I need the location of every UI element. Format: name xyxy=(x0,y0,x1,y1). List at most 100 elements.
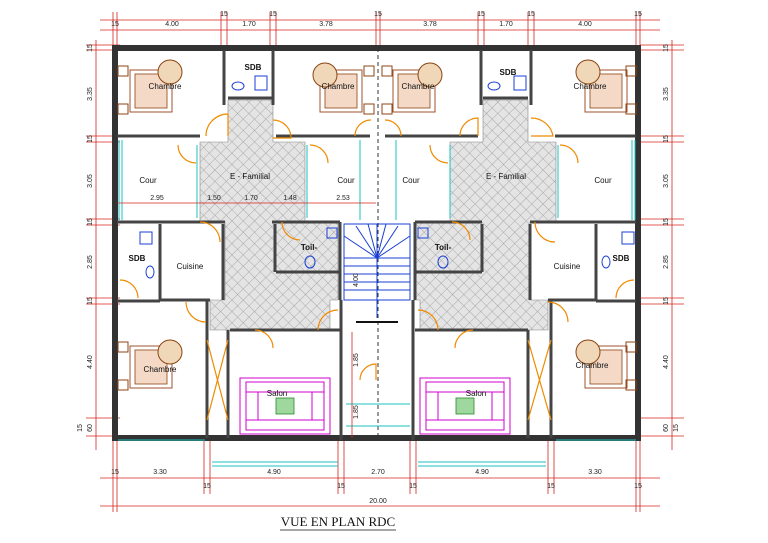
dim-label: 3.05 xyxy=(663,174,670,188)
total-dimension: 20.00 xyxy=(369,498,387,505)
dim-label: 3.35 xyxy=(87,87,94,101)
bed-furniture-top-mid-right xyxy=(381,62,443,115)
dim-label: 3.30 xyxy=(588,469,602,476)
dim-label: 15 xyxy=(87,135,94,143)
dim-label: 15 xyxy=(663,297,670,305)
dim-label: 15 xyxy=(634,483,642,490)
room-label-chambre: Chambre xyxy=(402,82,435,91)
bed-furniture-bottom-right xyxy=(575,339,637,391)
room-label-sdb: SDB xyxy=(613,254,630,263)
middle-dimension-row: 2.95 1.50 1.70 1.48 2.53 xyxy=(117,195,376,204)
room-label-cour: Cour xyxy=(337,176,355,185)
dim-label: 1.70 xyxy=(242,21,256,28)
dim-label: 2.85 xyxy=(663,255,670,269)
room-label-cuisine: Cuisine xyxy=(177,262,204,271)
room-label-e-familial: E - Familial xyxy=(486,172,526,181)
dim-label: 15 xyxy=(87,44,94,52)
dim-label: 2.95 xyxy=(150,195,164,202)
room-label-toilet: Toil- xyxy=(435,243,452,252)
room-label-chambre: Chambre xyxy=(322,82,355,91)
dim-label: 15 xyxy=(673,424,680,432)
dim-label: 2.70 xyxy=(371,469,385,476)
glazing xyxy=(118,140,636,467)
room-label-chambre: Chambre xyxy=(576,361,609,370)
dim-label: 4.00 xyxy=(578,21,592,28)
staircase: 4.00 1.85 1.85 xyxy=(343,223,411,438)
dim-label: 15 xyxy=(374,11,382,18)
plan-title: VUE EN PLAN RDC xyxy=(281,514,395,529)
bottom-dimension-line xyxy=(100,440,660,512)
dim-label: 2.85 xyxy=(87,255,94,269)
dim-label: 15 xyxy=(527,11,535,18)
room-labels: Chambre Chambre Chambre Chambre SDB SDB … xyxy=(129,63,630,398)
room-label-sdb: SDB xyxy=(245,63,262,72)
dim-label: 15 xyxy=(269,11,277,18)
room-label-toilet: Toil- xyxy=(301,243,318,252)
dim-label: 15 xyxy=(634,11,642,18)
bed-furniture-top-left xyxy=(117,59,183,115)
dim-label: 4.90 xyxy=(475,469,489,476)
salon-furniture-right xyxy=(419,377,511,435)
room-label-chambre: Chambre xyxy=(149,82,182,91)
bed-furniture-top-right xyxy=(575,59,637,115)
dim-label: 15 xyxy=(87,218,94,226)
dim-label: 4.40 xyxy=(663,355,670,369)
dim-label: 60 xyxy=(87,424,94,432)
dim-label: 1.70 xyxy=(499,21,513,28)
bottom-dimension-labels: 15 3.30 15 4.90 15 2.70 15 4.90 15 3.30 … xyxy=(111,469,642,505)
dim-label: 1.48 xyxy=(283,195,297,202)
stair-dim: 4.00 xyxy=(353,273,360,287)
dim-label: 15 xyxy=(111,21,119,28)
dim-label: 15 xyxy=(87,297,94,305)
room-label-cour: Cour xyxy=(594,176,612,185)
doors xyxy=(119,113,635,421)
dim-label: 15 xyxy=(477,11,485,18)
right-dimension-labels: 15 3.35 15 3.05 15 2.85 15 4.40 60 15 xyxy=(663,44,680,432)
dim-label: 15 xyxy=(663,44,670,52)
room-label-cuisine: Cuisine xyxy=(554,262,581,271)
dim-label: 1.70 xyxy=(244,195,258,202)
dim-label: 2.53 xyxy=(336,195,350,202)
room-label-chambre: Chambre xyxy=(574,82,607,91)
room-label-cour: Cour xyxy=(402,176,420,185)
dim-label: 4.40 xyxy=(87,355,94,369)
dim-label: 3.30 xyxy=(153,469,167,476)
room-label-salon: Salon xyxy=(267,389,287,398)
sanitary-fixtures xyxy=(139,75,635,279)
dim-label: 15 xyxy=(203,483,211,490)
room-label-sdb: SDB xyxy=(129,254,146,263)
dim-label: 3.78 xyxy=(319,21,333,28)
dim-label: 15 xyxy=(663,218,670,226)
dim-label: 4.00 xyxy=(165,21,179,28)
inner-walls xyxy=(117,50,636,440)
dim-label: 4.90 xyxy=(267,469,281,476)
dim-label: 3.78 xyxy=(423,21,437,28)
stair-dim: 1.85 xyxy=(353,405,360,419)
room-label-salon: Salon xyxy=(466,389,486,398)
dim-label: 3.05 xyxy=(87,174,94,188)
dim-label: 3.35 xyxy=(663,87,670,101)
dim-label: 15 xyxy=(337,483,345,490)
left-dimension-labels: 15 3.35 15 3.05 15 2.85 15 4.40 60 15 xyxy=(77,44,94,432)
dim-label: 15 xyxy=(409,483,417,490)
dim-label: 1.50 xyxy=(207,195,221,202)
dim-label: 60 xyxy=(663,424,670,432)
dim-label: 15 xyxy=(547,483,555,490)
room-label-e-familial: E - Familial xyxy=(230,172,270,181)
salon-furniture-left xyxy=(239,377,331,435)
room-label-chambre: Chambre xyxy=(144,365,177,374)
dim-label: 15 xyxy=(77,424,84,432)
top-dimension-line xyxy=(100,12,660,48)
room-label-cour: Cour xyxy=(139,176,157,185)
stair-dim: 1.85 xyxy=(353,353,360,367)
bed-furniture-top-mid-left xyxy=(312,62,375,115)
right-dimension-line xyxy=(640,40,684,450)
dim-label: 15 xyxy=(220,11,228,18)
dim-label: 15 xyxy=(111,469,119,476)
top-dimension-labels: 15 4.00 15 1.70 15 3.78 15 3.78 15 1.70 … xyxy=(111,11,642,28)
dim-label: 15 xyxy=(663,135,670,143)
room-label-sdb: SDB xyxy=(500,68,517,77)
outer-wall xyxy=(112,45,641,441)
bed-furniture-bottom-left xyxy=(117,339,183,391)
